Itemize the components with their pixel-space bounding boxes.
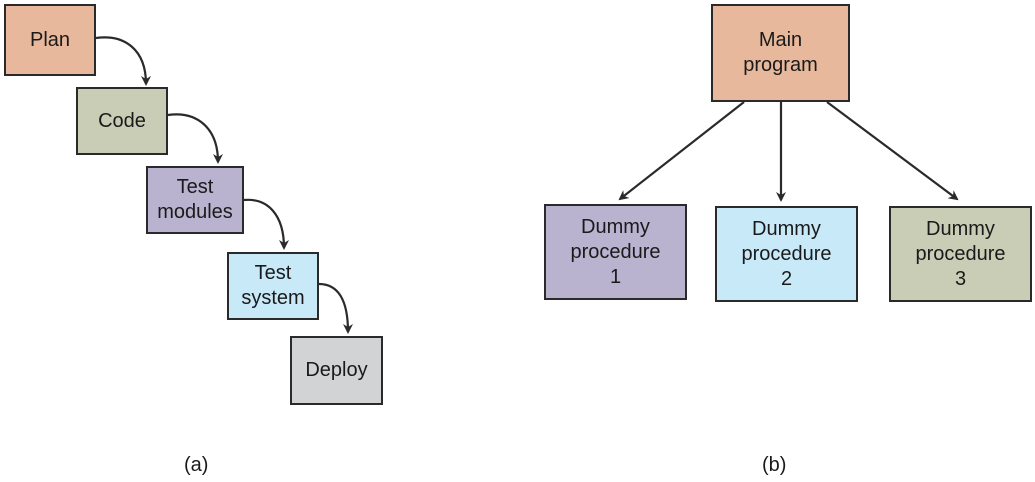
arrow-code-to-test-modules <box>167 113 223 164</box>
arrow-main-to-procedure-1 <box>618 101 745 201</box>
dummy-procedure-2: Dummy procedure 2 <box>715 206 858 302</box>
step-deploy: Deploy <box>290 336 383 405</box>
step-plan: Plan <box>4 4 96 76</box>
step-code: Code <box>76 87 168 155</box>
main-program: Main program <box>711 4 850 102</box>
dummy-procedure-1: Dummy procedure 1 <box>544 204 687 300</box>
step-test-modules: Test modules <box>146 166 244 234</box>
caption-a: (a) <box>184 454 209 476</box>
step-test-system: Test system <box>227 252 319 320</box>
dummy-procedure-3: Dummy procedure 3 <box>889 206 1032 302</box>
arrow-plan-to-code <box>95 36 151 86</box>
arrow-test-system-to-deploy <box>318 282 353 334</box>
arrow-test-modules-to-test-system <box>243 198 289 250</box>
caption-b: (b) <box>762 454 787 476</box>
arrow-main-to-procedure-3 <box>826 101 959 201</box>
